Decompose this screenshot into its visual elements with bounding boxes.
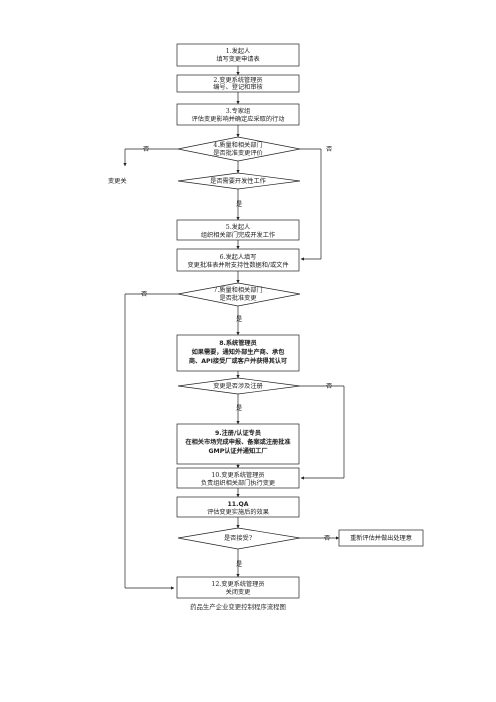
step-1-line-2: 填写变更申请表 bbox=[216, 55, 259, 63]
step-2-line-2: 编号、登记和审核 bbox=[213, 83, 263, 91]
registration-decision-text: 变更是否涉及注册 bbox=[213, 382, 263, 390]
step-10-box: 10.变更系统管理员 负责组织相关部门执行变更 bbox=[176, 467, 300, 489]
step-8-line-3: 商、API接受厂或客户并获得其认可 bbox=[189, 357, 287, 365]
step-4-decision: 4.质量和相关部门 是否批准变更评价 bbox=[177, 136, 301, 162]
change-close-label: 变更关 bbox=[108, 177, 127, 185]
registration-no-label: 否 bbox=[326, 383, 332, 390]
registration-decision: 变更是否涉及注册 bbox=[177, 377, 301, 395]
reassess-text: 重新评估并做出处理意 bbox=[350, 534, 412, 542]
step-7-line-2: 是否批准变更 bbox=[219, 294, 256, 302]
step-9-line-2: 在相关市场完成申报、备案或注册批准 bbox=[185, 438, 291, 446]
step-7-line-1: 7.质量和相关部门 bbox=[213, 286, 262, 294]
step-12-line-2: 关闭变更 bbox=[226, 588, 251, 596]
dev-work-decision: 是否需要开发性工作 bbox=[177, 172, 301, 190]
step-6-box: 6.发起人填写 变更批准表并附支持性数据和/或文件 bbox=[176, 248, 300, 272]
step-2-line-1: 2.变更系统管理员 bbox=[213, 76, 262, 84]
step-7-yes-label: 是 bbox=[236, 316, 242, 323]
accept-decision: 是否接受? bbox=[177, 527, 301, 550]
step-9-line-3: GMP认证并通知工厂 bbox=[208, 447, 267, 455]
step-7-decision: 7.质量和相关部门 是否批准变更 bbox=[177, 282, 301, 307]
step-12-box: 12.变更系统管理员 关闭变更 bbox=[176, 576, 300, 599]
step-4-no-right-label: 否 bbox=[326, 146, 332, 153]
step-6-line-2: 变更批准表并附支持性数据和/或文件 bbox=[187, 261, 288, 269]
step-11-line-2: 评估变更实施后的效果 bbox=[207, 508, 269, 516]
step-4-no-left-label: 否 bbox=[143, 146, 149, 153]
step-11-box: 11.QA 评估变更实施后的效果 bbox=[176, 496, 300, 518]
dev-work-decision-text: 是否需要开发性工作 bbox=[210, 177, 266, 185]
diagram-caption: 药品生产企业变更控制程序流程图 bbox=[190, 602, 286, 611]
connectors bbox=[123, 66, 345, 590]
step-1-box: 1.发起人 填写变更申请表 bbox=[176, 43, 300, 67]
step-5-line-1: 5.发起人 bbox=[226, 223, 250, 231]
step-3-box: 3.专家组 评估变更影响并确定应采取的行动 bbox=[176, 103, 300, 126]
step-8-box: 8.系统管理员 如果需要，通知外部生产商、承包 商、API接受厂或客户并获得其认… bbox=[176, 334, 300, 372]
step-3-line-1: 3.专家组 bbox=[226, 107, 250, 115]
step-5-box: 5.发起人 组织相关部门完成开发工作 bbox=[176, 219, 300, 241]
step-8-line-2: 如果需要，通知外部生产商、承包 bbox=[192, 348, 286, 356]
step-2-box: 2.变更系统管理员 编号、登记和审核 bbox=[176, 74, 300, 93]
step-10-line-2: 负责组织相关部门执行变更 bbox=[201, 479, 275, 487]
accept-decision-text: 是否接受? bbox=[224, 534, 253, 542]
step-9-box: 9.注册/认证专员 在相关市场完成申报、备案或注册批准 GMP认证并通知工厂 bbox=[176, 423, 300, 465]
step-6-line-1: 6.发起人填写 bbox=[220, 253, 257, 261]
step-3-line-2: 评估变更影响并确定应采取的行动 bbox=[192, 115, 285, 123]
registration-yes-label: 是 bbox=[236, 405, 242, 412]
accept-yes-label: 是 bbox=[236, 561, 242, 568]
accept-no-label: 否 bbox=[324, 535, 330, 542]
step-10-line-1: 10.变更系统管理员 bbox=[211, 471, 264, 479]
dev-yes-label: 是 bbox=[236, 201, 242, 208]
step-8-line-1: 8.系统管理员 bbox=[219, 339, 257, 347]
reassess-box: 重新评估并做出处理意 bbox=[338, 529, 424, 547]
step-4-line-2: 是否批准变更评价 bbox=[213, 149, 263, 157]
step-5-line-2: 组织相关部门完成开发工作 bbox=[201, 231, 275, 239]
step-4-line-1: 4.质量和相关部门 bbox=[213, 141, 262, 149]
step-7-no-label: 否 bbox=[141, 291, 147, 298]
step-1-line-1: 1.发起人 bbox=[226, 47, 250, 55]
step-12-line-1: 12.变更系统管理员 bbox=[211, 580, 264, 588]
step-9-line-1: 9.注册/认证专员 bbox=[215, 429, 261, 437]
step-11-line-1: 11.QA bbox=[227, 501, 248, 508]
